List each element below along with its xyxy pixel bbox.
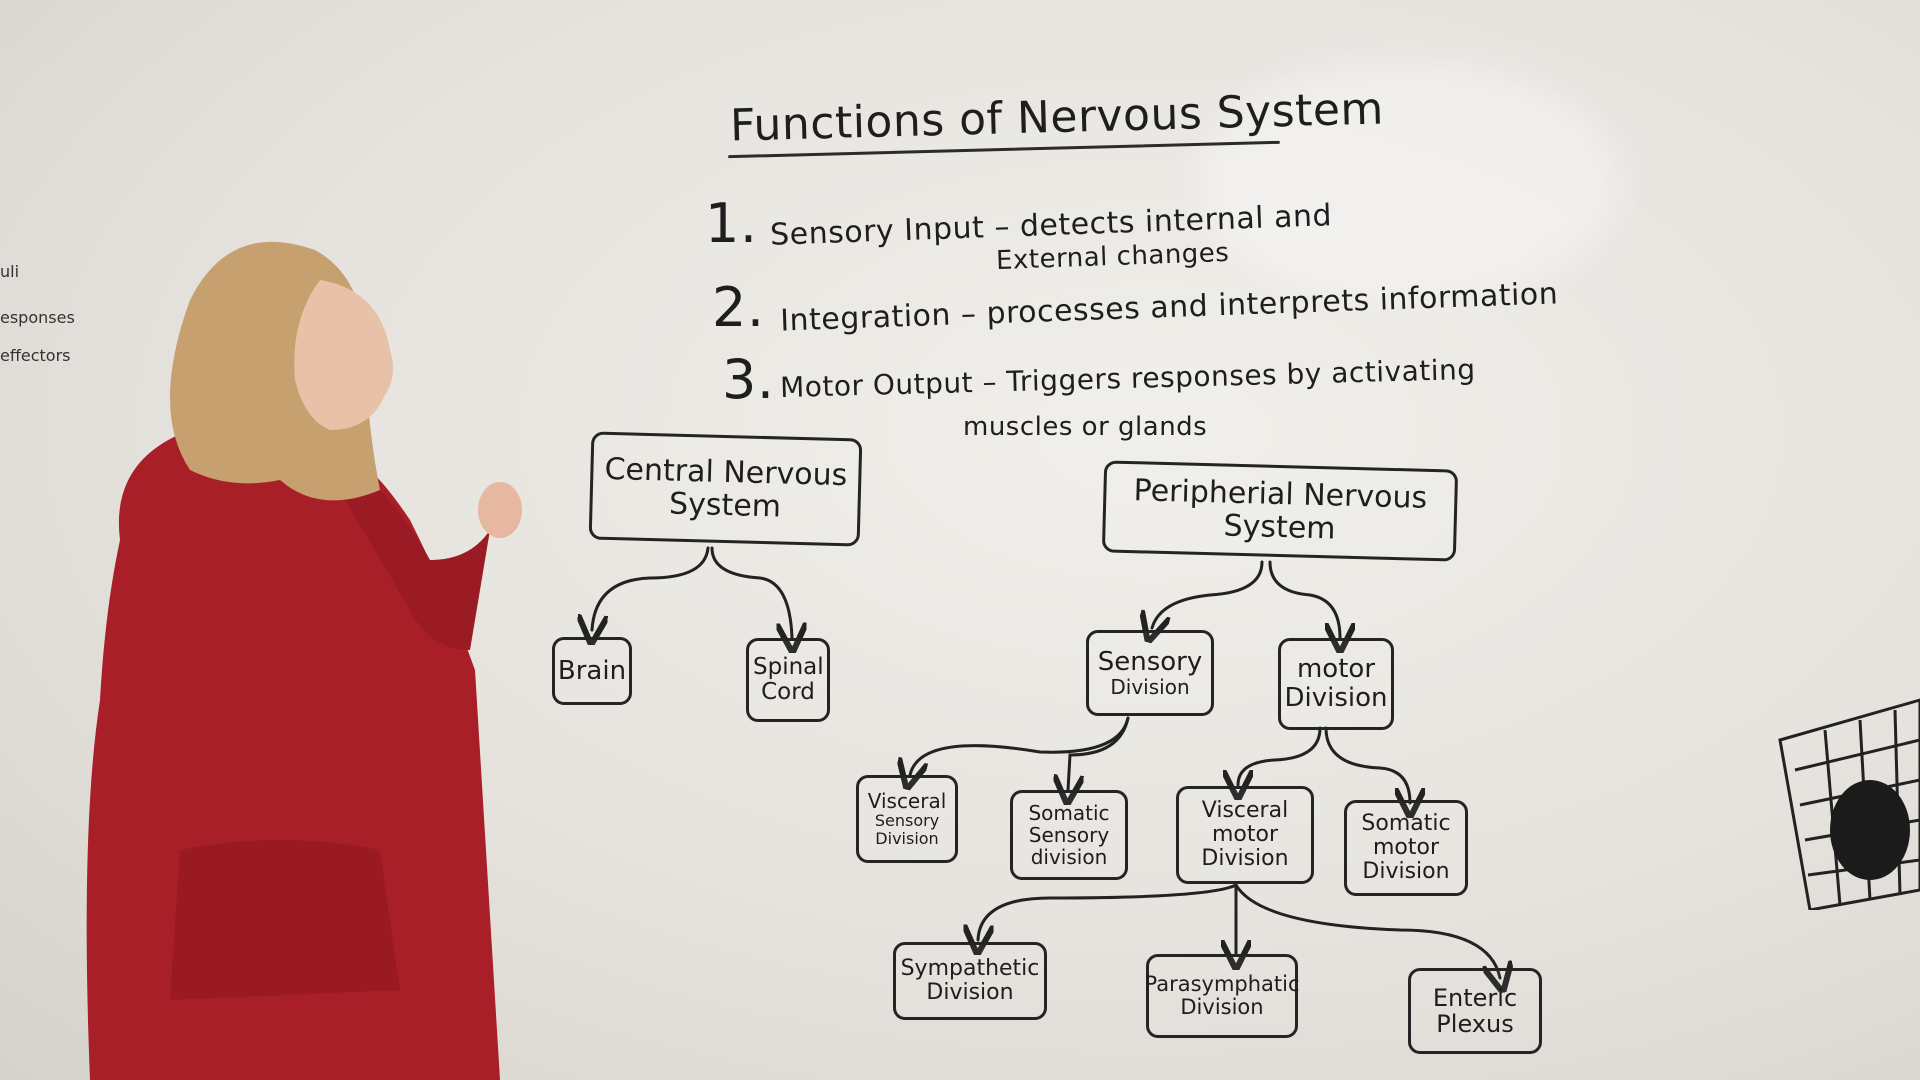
glare	[1200, 60, 1620, 300]
side-note-1: uli	[0, 262, 20, 281]
presenter-woman	[86, 241, 522, 1080]
cns-label: Central Nervous System	[604, 451, 848, 525]
pns-box: Peripherial Nervous System	[1101, 460, 1459, 562]
brain-label: Brain	[557, 655, 627, 686]
sympathetic-box: Sympathetic Division	[893, 942, 1047, 1020]
visceral-sensory-label1: Visceral	[867, 789, 947, 814]
motor-division-box: motor Division	[1278, 638, 1394, 730]
somatic-sensory-box: Somatic Sensory division	[1010, 790, 1128, 880]
function-3-line2: muscles or glands	[963, 412, 1208, 442]
function-1-number: 1.	[705, 192, 758, 255]
visceral-sensory-label3: Division	[875, 829, 939, 848]
brain-box: Brain	[552, 637, 632, 705]
motor-label1: motor	[1296, 654, 1376, 685]
function-3-number: 3.	[722, 348, 775, 411]
enteric-label1: Enteric	[1432, 983, 1518, 1012]
spinal-cord-label: Spinal Cord	[753, 653, 824, 705]
somatic-sensory-label3: division	[1030, 845, 1108, 869]
sensory-division-box: Sensory Division	[1086, 630, 1214, 716]
function-2-line1: Integration – processes and interprets i…	[779, 276, 1559, 339]
somatic-motor-label1: Somatic	[1361, 810, 1451, 836]
wire-basket	[1778, 698, 1920, 910]
parasympathetic-label2: Division	[1180, 995, 1264, 1019]
visceral-sensory-box: Visceral Sensory Division	[856, 775, 958, 863]
visceral-sensory-label2: Sensory	[874, 811, 940, 831]
visceral-motor-label1: Visceral	[1201, 797, 1289, 823]
visceral-motor-box: Visceral motor Division	[1176, 786, 1314, 884]
sympathetic-label1: Sympathetic	[900, 955, 1040, 981]
sensory-label2: Division	[1110, 675, 1190, 700]
sensory-label1: Sensory	[1097, 646, 1203, 677]
side-note-2: esponses	[0, 308, 75, 327]
somatic-motor-label2: motor	[1372, 834, 1440, 860]
motor-label2: Division	[1284, 683, 1388, 713]
face	[294, 280, 394, 430]
parasympathetic-box: Parasymphatic Division	[1144, 954, 1300, 1038]
somatic-sensory-label1: Somatic	[1028, 801, 1110, 825]
side-note-3: effectors	[0, 346, 71, 365]
hand	[478, 482, 522, 538]
somatic-motor-box: Somatic motor Division	[1344, 800, 1468, 896]
function-3-line1: Motor Output – Triggers responses by act…	[779, 352, 1476, 405]
visceral-motor-label2: motor	[1211, 821, 1279, 847]
visceral-motor-label3: Division	[1201, 846, 1289, 872]
somatic-sensory-label2: Sensory	[1028, 823, 1110, 847]
spinal-cord-box: Spinal Cord	[746, 638, 830, 722]
enteric-box: Enteric Plexus	[1408, 968, 1542, 1054]
sympathetic-label2: Division	[926, 980, 1014, 1005]
cns-box: Central Nervous System	[588, 431, 863, 547]
somatic-motor-label3: Division	[1362, 859, 1450, 885]
enteric-label2: Plexus	[1436, 1010, 1514, 1038]
function-2-number: 2.	[712, 276, 765, 339]
parasympathetic-label1: Parasymphatic	[1144, 971, 1300, 996]
pns-label: Peripherial Nervous System	[1133, 473, 1428, 547]
